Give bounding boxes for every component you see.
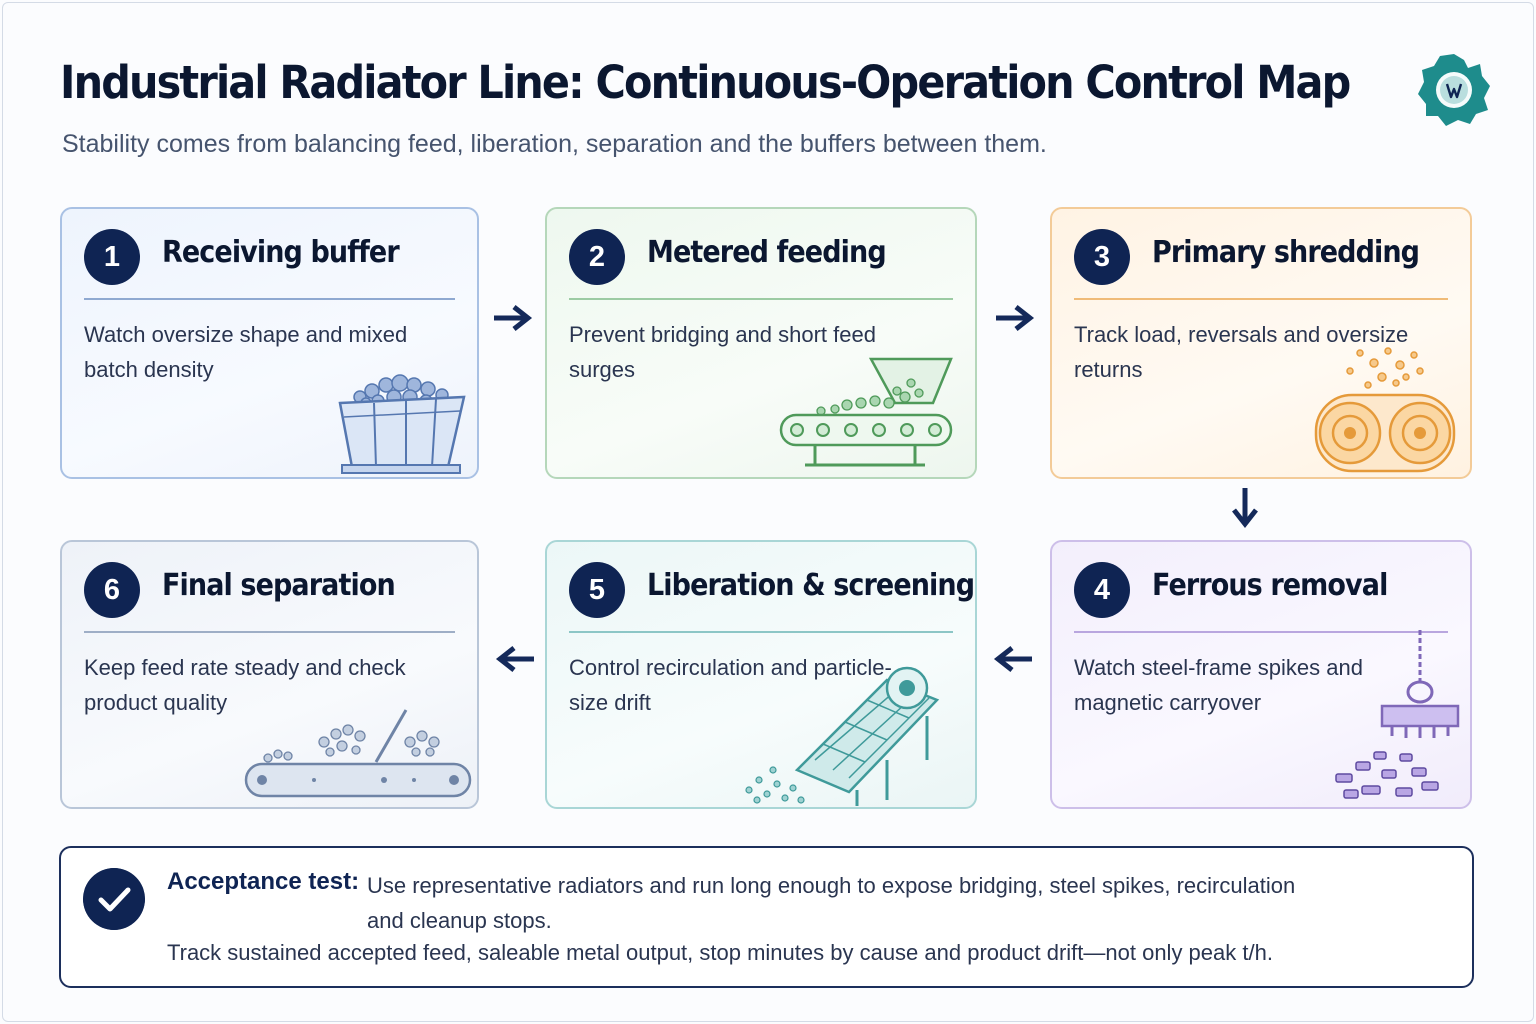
divider [1074,631,1448,633]
divider [1074,298,1448,300]
divider [569,631,953,633]
step-title: Ferrous removal [1152,568,1388,603]
step-title: Metered feeding [647,235,887,270]
acceptance-label: Acceptance test: [167,868,360,895]
step-description: Control recirculation and particle-size … [569,655,892,715]
step-number-badge: 6 [84,562,140,618]
step-title: Receiving buffer [162,235,400,270]
step-card-liberation-screening: 5 Liberation & screening Control recircu… [545,540,977,809]
flow-arrow-down-3-4 [1232,488,1258,529]
flow-arrow-right-2-3 [996,305,1035,331]
step-description: Prevent bridging and short feed surges [569,322,876,382]
step-card-primary-shredding: 3 Primary shredding Track load, reversal… [1050,207,1472,479]
step-card-metered-feeding: 2 Metered feeding Prevent bridging and s… [545,207,977,479]
step-title: Primary shredding [1152,235,1420,270]
flow-arrow-right-1-2 [494,305,533,331]
step-card-ferrous-removal: 4 Ferrous removal Watch steel-frame spik… [1050,540,1472,809]
flow-arrow-left-4-5 [993,646,1032,672]
step-description: Keep feed rate steady and check product … [84,655,406,715]
dump-bin-icon [338,374,466,474]
step-description: Track load, reversals and oversize retur… [1074,322,1409,382]
step-number-badge: 4 [1074,562,1130,618]
acceptance-test-box: Acceptance test: Use representative radi… [59,846,1474,988]
page-title: Industrial Radiator Line: Continuous-Ope… [60,56,1351,109]
twin-shaft-shredder-icon [1314,347,1456,473]
step-number-badge: 2 [569,229,625,285]
acceptance-line-2: Track sustained accepted feed, saleable … [167,940,1273,965]
splitter-conveyor-icon [244,709,472,798]
page-subtitle: Stability comes from balancing feed, lib… [62,130,1047,158]
hopper-conveyor-icon [779,357,953,467]
step-title: Final separation [162,568,396,603]
divider [84,631,455,633]
step-number-badge: 3 [1074,229,1130,285]
divider [569,298,953,300]
step-card-receiving-buffer: 1 Receiving buffer Watch oversize shape … [60,207,479,479]
lifting-magnet-icon [1335,630,1460,799]
step-number-badge: 5 [569,562,625,618]
vibrating-screen-icon [745,666,940,806]
acceptance-line-1: Use representative radiators and run lon… [367,873,1296,933]
step-card-final-separation: 6 Final separation Keep feed rate steady… [60,540,479,809]
step-description: Watch oversize shape and mixed batch den… [84,322,408,382]
step-description: Watch steel-frame spikes and magnetic ca… [1074,655,1363,715]
step-number-badge: 1 [84,229,140,285]
step-title: Liberation & screening [647,568,975,603]
checkmark-icon [83,868,145,930]
flow-arrow-left-5-6 [495,646,534,672]
gear-logo-icon [1418,54,1490,126]
divider [84,298,455,300]
